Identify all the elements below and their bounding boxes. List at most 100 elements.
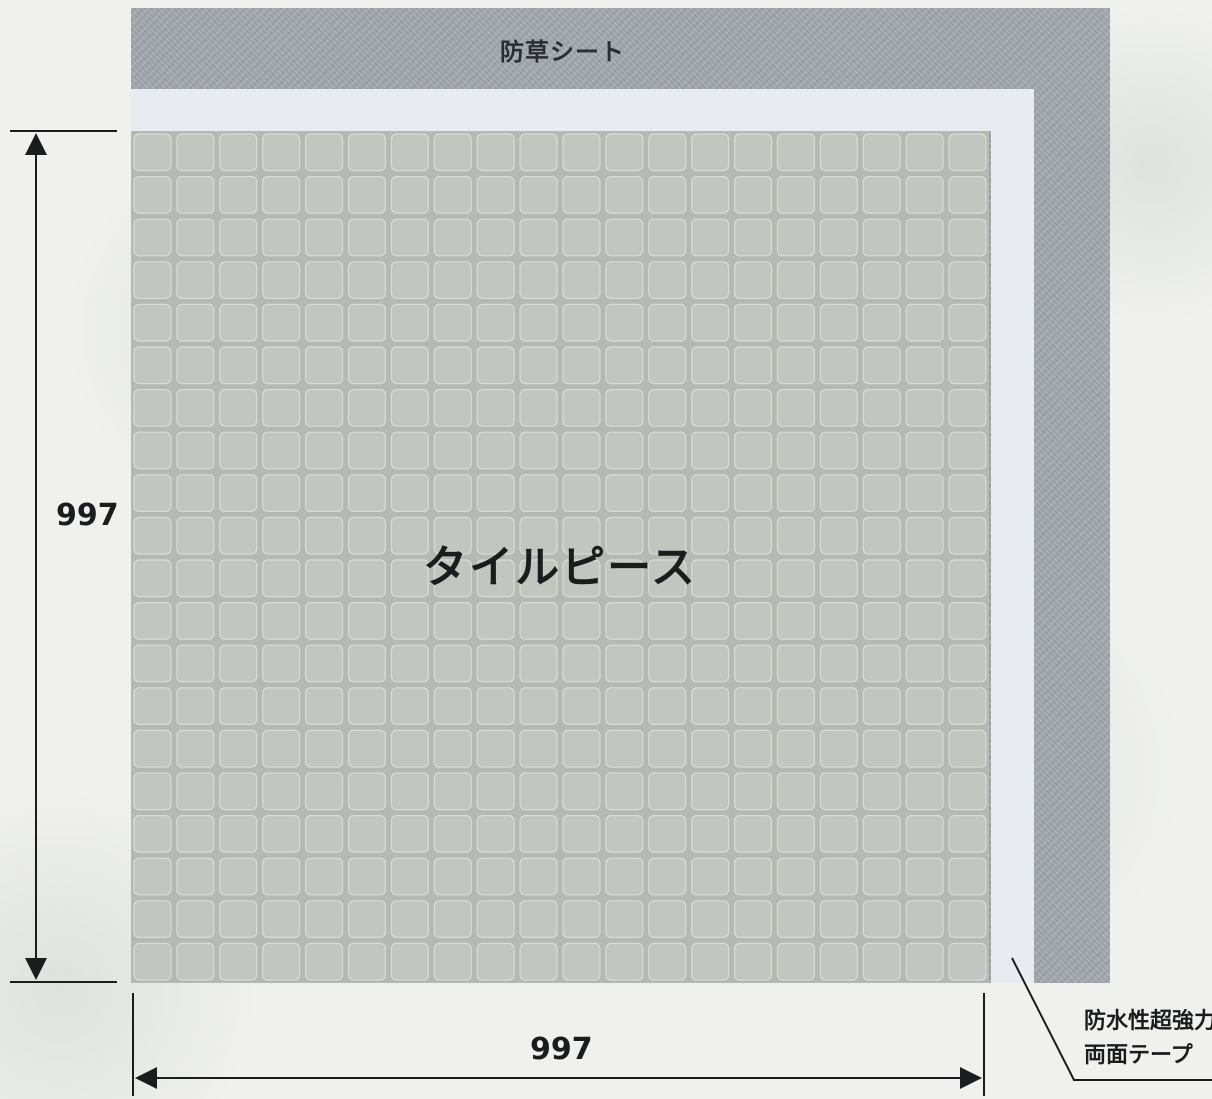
tile-cell [219,218,258,257]
tile-cell [691,303,730,342]
tile-cell [691,602,730,640]
tile-cell [733,303,773,342]
tile-cell [305,474,344,512]
tile-cell [691,175,730,214]
tile-cell [390,431,429,470]
tile-cell [691,431,730,470]
tile-cell [262,644,301,683]
tile-cell [776,772,816,811]
tile-cell [562,474,601,512]
tile-cell [819,175,858,214]
tile-cell [648,218,687,257]
tile-cell [948,218,987,257]
tile-cell [219,474,258,512]
tile-cell [262,602,301,640]
tile-cell [733,729,773,768]
tile-cell [948,261,987,300]
tile-cell [347,261,387,300]
tile-cell [862,900,901,938]
tile-cell [562,261,601,300]
tile-cell [176,729,215,768]
tile-cell [948,900,987,938]
tile-cell [562,346,601,385]
tile-cell [390,602,429,640]
tile-cell [133,175,172,214]
tile-cell [819,516,858,555]
tile-cell [219,303,258,342]
tile-cell [133,644,172,683]
tile-cell [219,133,258,172]
tile-cell [605,431,644,470]
tile-cell [347,346,387,385]
tile-cell [133,900,172,938]
tile-cell [476,389,515,427]
tile-cell [390,389,429,427]
tile-cell [648,346,687,385]
tile-cell [605,900,644,938]
tile-cell [347,772,387,811]
tile-cell [691,516,730,555]
tile-cell [819,729,858,768]
tile-cell [347,175,387,214]
tile-cell [262,261,301,300]
tile-cell [605,133,644,172]
tile-cell [905,133,944,172]
tile-cell [691,644,730,683]
tile-cell [347,474,387,512]
tile-cell [176,602,215,640]
height-arrow-bottom-icon [25,958,47,980]
tile-cell [691,261,730,300]
tile-cell [862,346,901,385]
tile-cell [605,559,644,598]
tile-cell [476,644,515,683]
tile-cell [476,772,515,811]
tile-cell [390,942,429,981]
tile-cell [733,261,773,300]
tile-cell [776,346,816,385]
tile-cell [305,729,344,768]
tile-cell [519,814,558,853]
width-arrow-right-icon [960,1067,982,1089]
tile-cell [176,261,215,300]
tile-cell [562,303,601,342]
tile-cell [648,261,687,300]
height-arrow-top-icon [25,133,47,155]
tile-cell [819,644,858,683]
tile-cell [219,857,258,896]
tile-cell [390,516,429,555]
tile-cell [219,814,258,853]
tile-cell [905,474,944,512]
double-sided-tape-callout: 防水性超強力 両面テープ [1084,1005,1212,1073]
tile-cell [219,175,258,214]
tile-cell [862,133,901,172]
tile-cell [691,814,730,853]
tile-cell [605,814,644,853]
tile-cell [347,516,387,555]
tile-cell [948,516,987,555]
tile-cell [519,857,558,896]
tile-cell [691,942,730,981]
tile-cell [905,516,944,555]
tile-cell [176,687,215,725]
tile-cell [776,559,816,598]
tile-cell [390,175,429,214]
tile-cell [905,559,944,598]
tile-cell [948,175,987,214]
tile-cell [905,346,944,385]
tile-cell [133,389,172,427]
tile-cell [862,687,901,725]
tile-cell [176,133,215,172]
tile-cell [390,559,429,598]
tile-cell [605,516,644,555]
tile-cell [305,133,344,172]
tile-cell [519,900,558,938]
tile-cell [390,857,429,896]
tile-cell [519,474,558,512]
tile-cell [691,389,730,427]
tile-cell [519,559,558,598]
tile-cell [862,474,901,512]
tile-cell [819,687,858,725]
tile-cell [862,602,901,640]
tile-cell [948,942,987,981]
tile-cell [776,814,816,853]
